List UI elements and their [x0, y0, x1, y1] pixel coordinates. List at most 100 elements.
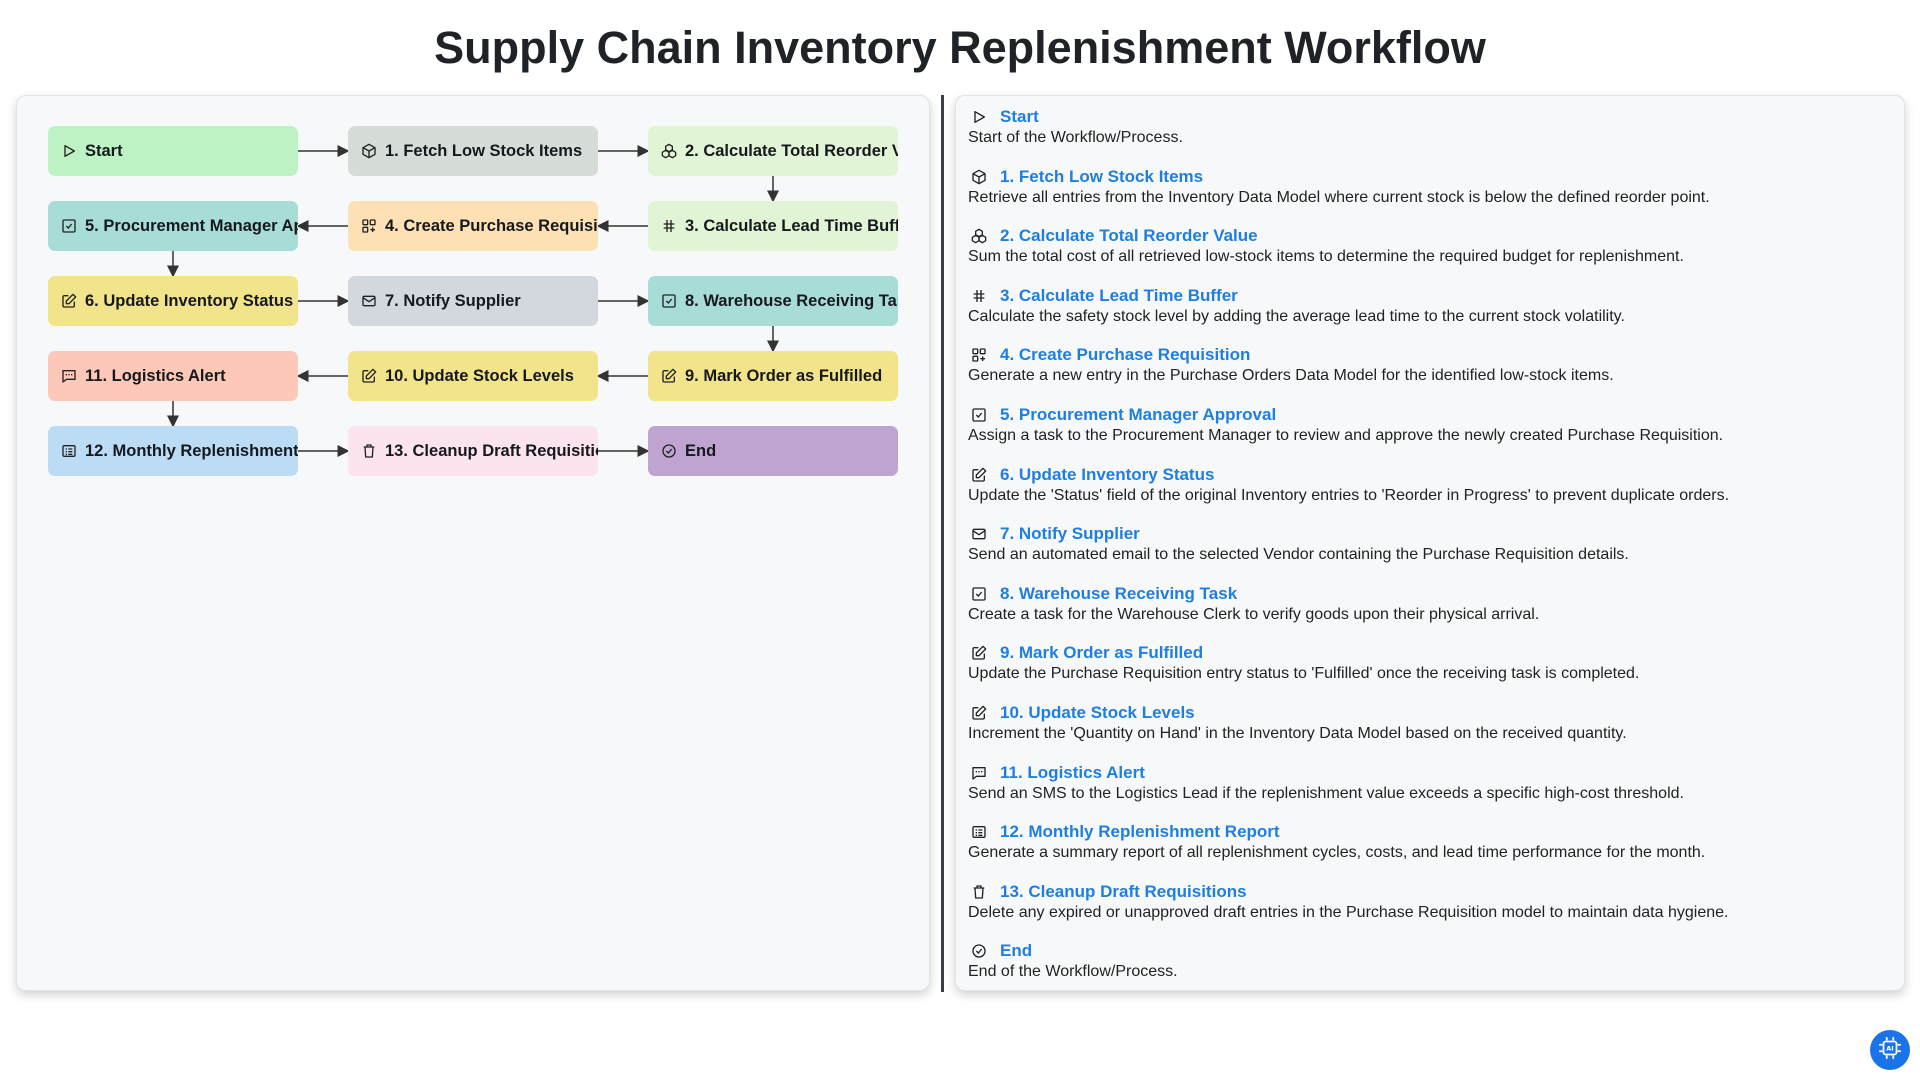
node-label: 8. Warehouse Receiving Task: [685, 291, 898, 310]
edit-icon: [970, 644, 988, 662]
node-label: 2. Calculate Total Reorder Value: [685, 141, 898, 160]
step-header: 12. Monthly Replenishment Report: [968, 821, 1892, 843]
step-header: 1. Fetch Low Stock Items: [968, 166, 1892, 188]
node-n11[interactable]: 11. Logistics Alert: [48, 351, 298, 401]
boxes-icon: [970, 227, 988, 245]
node-n7[interactable]: 7. Notify Supplier: [348, 276, 598, 326]
sms-icon: [970, 764, 988, 782]
edit-icon: [660, 367, 678, 385]
step-title[interactable]: 5. Procurement Manager Approval: [1000, 404, 1277, 424]
node-n2[interactable]: 2. Calculate Total Reorder Value: [648, 126, 898, 176]
step-title[interactable]: 2. Calculate Total Reorder Value: [1000, 226, 1258, 246]
step-description: Delete any expired or unapproved draft e…: [968, 903, 1729, 921]
trash-icon: [360, 442, 378, 460]
step-header: 6. Update Inventory Status: [968, 464, 1892, 486]
node-label: 12. Monthly Replenishment Report: [85, 441, 298, 460]
node-n3[interactable]: 3. Calculate Lead Time Buffer: [648, 201, 898, 251]
report-icon: [970, 823, 988, 841]
sms-icon: [60, 367, 78, 385]
step-header: 2. Calculate Total Reorder Value: [968, 225, 1892, 247]
step-title[interactable]: End: [1000, 941, 1033, 961]
edit-icon: [360, 367, 378, 385]
node-n10[interactable]: 10. Update Stock Levels: [348, 351, 598, 401]
node-n13[interactable]: 13. Cleanup Draft Requisitions: [348, 426, 598, 476]
node-n1[interactable]: 1. Fetch Low Stock Items: [348, 126, 598, 176]
step-title[interactable]: 10. Update Stock Levels: [1000, 702, 1195, 722]
node-label: 7. Notify Supplier: [385, 291, 521, 310]
step-description: Generate a summary report of all repleni…: [968, 844, 1706, 862]
node-start[interactable]: Start: [48, 126, 298, 176]
step-title[interactable]: 11. Logistics Alert: [1000, 762, 1145, 782]
checkbox-icon: [60, 217, 78, 235]
step-header: 3. Calculate Lead Time Buffer: [968, 285, 1892, 307]
checkbox-icon: [970, 406, 988, 424]
play-icon: [970, 108, 988, 126]
node-n9[interactable]: 9. Mark Order as Fulfilled: [648, 351, 898, 401]
node-end[interactable]: End: [648, 426, 898, 476]
node-n8[interactable]: 8. Warehouse Receiving Task: [648, 276, 898, 326]
node-label: Start: [85, 141, 123, 160]
step-title[interactable]: 1. Fetch Low Stock Items: [1000, 166, 1204, 186]
step-description: Update the 'Status' field of the origina…: [968, 486, 1730, 504]
report-icon: [60, 442, 78, 460]
step-title[interactable]: 9. Mark Order as Fulfilled: [1000, 643, 1204, 663]
step-header: 8. Warehouse Receiving Task: [968, 583, 1892, 605]
step-title[interactable]: 6. Update Inventory Status: [1000, 464, 1215, 484]
play-icon: [60, 142, 78, 160]
step-description: End of the Workflow/Process.: [968, 963, 1178, 981]
grid-plus-icon: [970, 346, 988, 364]
step-title[interactable]: 12. Monthly Replenishment Report: [1000, 822, 1280, 842]
node-label: 10. Update Stock Levels: [385, 366, 574, 385]
ai-assistant-button[interactable]: AI: [1870, 1030, 1910, 1070]
step-title[interactable]: 4. Create Purchase Requisition: [1000, 345, 1251, 365]
checkbox-icon: [970, 585, 988, 603]
step-description: Create a task for the Warehouse Clerk to…: [968, 605, 1540, 623]
step-title[interactable]: 7. Notify Supplier: [1000, 524, 1140, 544]
step-header: 13. Cleanup Draft Requisitions: [968, 881, 1892, 903]
step-header: 9. Mark Order as Fulfilled: [968, 642, 1892, 664]
step-header: 7. Notify Supplier: [968, 523, 1892, 545]
node-label: 13. Cleanup Draft Requisitions: [385, 441, 598, 460]
edit-icon: [970, 466, 988, 484]
node-label: 5. Procurement Manager Approval: [85, 216, 298, 235]
node-n12[interactable]: 12. Monthly Replenishment Report: [48, 426, 298, 476]
step-title[interactable]: Start: [1000, 107, 1039, 126]
checkbox-icon: [660, 292, 678, 310]
check-circle-icon: [660, 442, 678, 460]
step-title[interactable]: 13. Cleanup Draft Requisitions: [1000, 881, 1247, 901]
diagram-arrows: [167, 145, 779, 457]
diagram-panel: Start 1. Fetch Low Stock Items 2. Calculat…: [16, 95, 930, 991]
box-icon: [360, 142, 378, 160]
check-circle-icon: [970, 942, 988, 960]
step-description: Retrieve all entries from the Inventory …: [968, 188, 1710, 206]
edit-icon: [970, 704, 988, 722]
step-description: Update the Purchase Requisition entry st…: [968, 665, 1640, 683]
mail-icon: [360, 292, 378, 310]
step-description: Send an SMS to the Logistics Lead if the…: [968, 784, 1684, 802]
node-label: 11. Logistics Alert: [85, 366, 226, 385]
panel-divider[interactable]: [941, 95, 944, 992]
node-n4[interactable]: 4. Create Purchase Requisition: [348, 201, 598, 251]
step-title[interactable]: 3. Calculate Lead Time Buffer: [1000, 285, 1238, 305]
node-n5[interactable]: 5. Procurement Manager Approval: [48, 201, 298, 251]
grid-plus-icon: [360, 217, 378, 235]
trash-icon: [970, 883, 988, 901]
step-header: End: [968, 940, 1892, 962]
ai-chip-icon: AI: [1877, 1035, 1903, 1066]
step-header: 11. Logistics Alert: [968, 762, 1892, 784]
step-description: Increment the 'Quantity on Hand' in the …: [968, 724, 1627, 742]
step-title[interactable]: 8. Warehouse Receiving Task: [1000, 583, 1238, 603]
step-description: Calculate the safety stock level by addi…: [968, 307, 1625, 325]
node-n6[interactable]: 6. Update Inventory Status: [48, 276, 298, 326]
